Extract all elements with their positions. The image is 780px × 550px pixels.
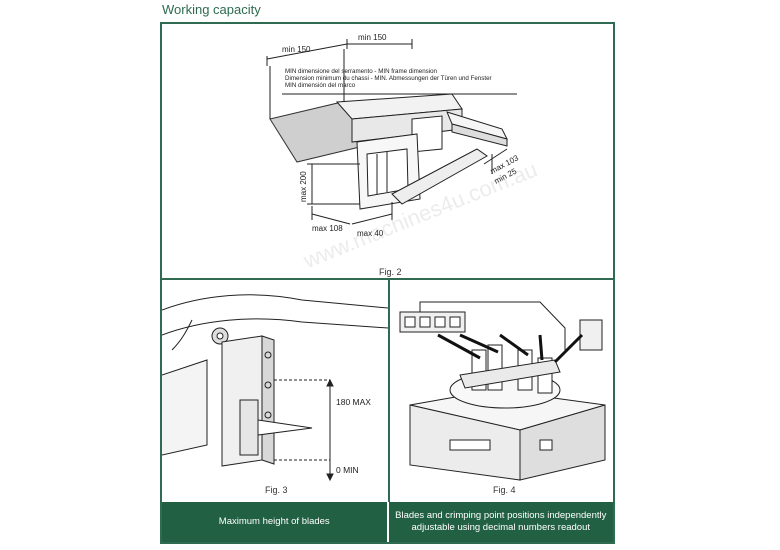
fig4-label: Fig. 4 [493, 485, 516, 495]
caption-blades-crimping: Blades and crimping point positions inde… [395, 510, 607, 533]
caption-max-height-blades: Maximum height of blades [162, 502, 389, 542]
working-capacity-frame: min 150 min 150 MIN dimensione del serra… [160, 22, 615, 544]
fig3-label: Fig. 3 [265, 485, 288, 495]
fig4-drawing [399, 301, 606, 481]
fig2-note-line3: MIN dimensión del marco [285, 82, 356, 89]
fig4-panel: Fig. 4 [390, 280, 613, 502]
fig3-dim-min: 0 MIN [336, 465, 359, 475]
fig2-dim-max108: max 108 [312, 224, 343, 233]
caption-row: Maximum height of blades Blades and crim… [162, 502, 613, 542]
section-heading: Working capacity [162, 2, 261, 17]
fig2-panel: min 150 min 150 MIN dimensione del serra… [162, 24, 613, 280]
fig2-dim-min150-a: min 150 [282, 45, 311, 54]
fig3-panel: 180 MAX 0 MIN Fig. 3 [161, 280, 390, 502]
fig2-drawing: min 150 min 150 MIN dimensione del serra… [266, 33, 521, 238]
fig2-label: Fig. 2 [379, 267, 402, 277]
fig2-dim-max40: max 40 [357, 229, 384, 238]
fig2-dim-max200: max 200 [299, 171, 308, 202]
fig3-dim-max: 180 MAX [336, 397, 371, 407]
fig2-dim-min150-b: min 150 [358, 33, 387, 42]
fig2-note-line2: Dimension minimum du chassi - MIN. Abmes… [285, 75, 492, 82]
fig3-drawing: 180 MAX 0 MIN [161, 294, 389, 482]
fig2-note-line1: MIN dimensione del serramento - MIN fram… [285, 68, 438, 75]
